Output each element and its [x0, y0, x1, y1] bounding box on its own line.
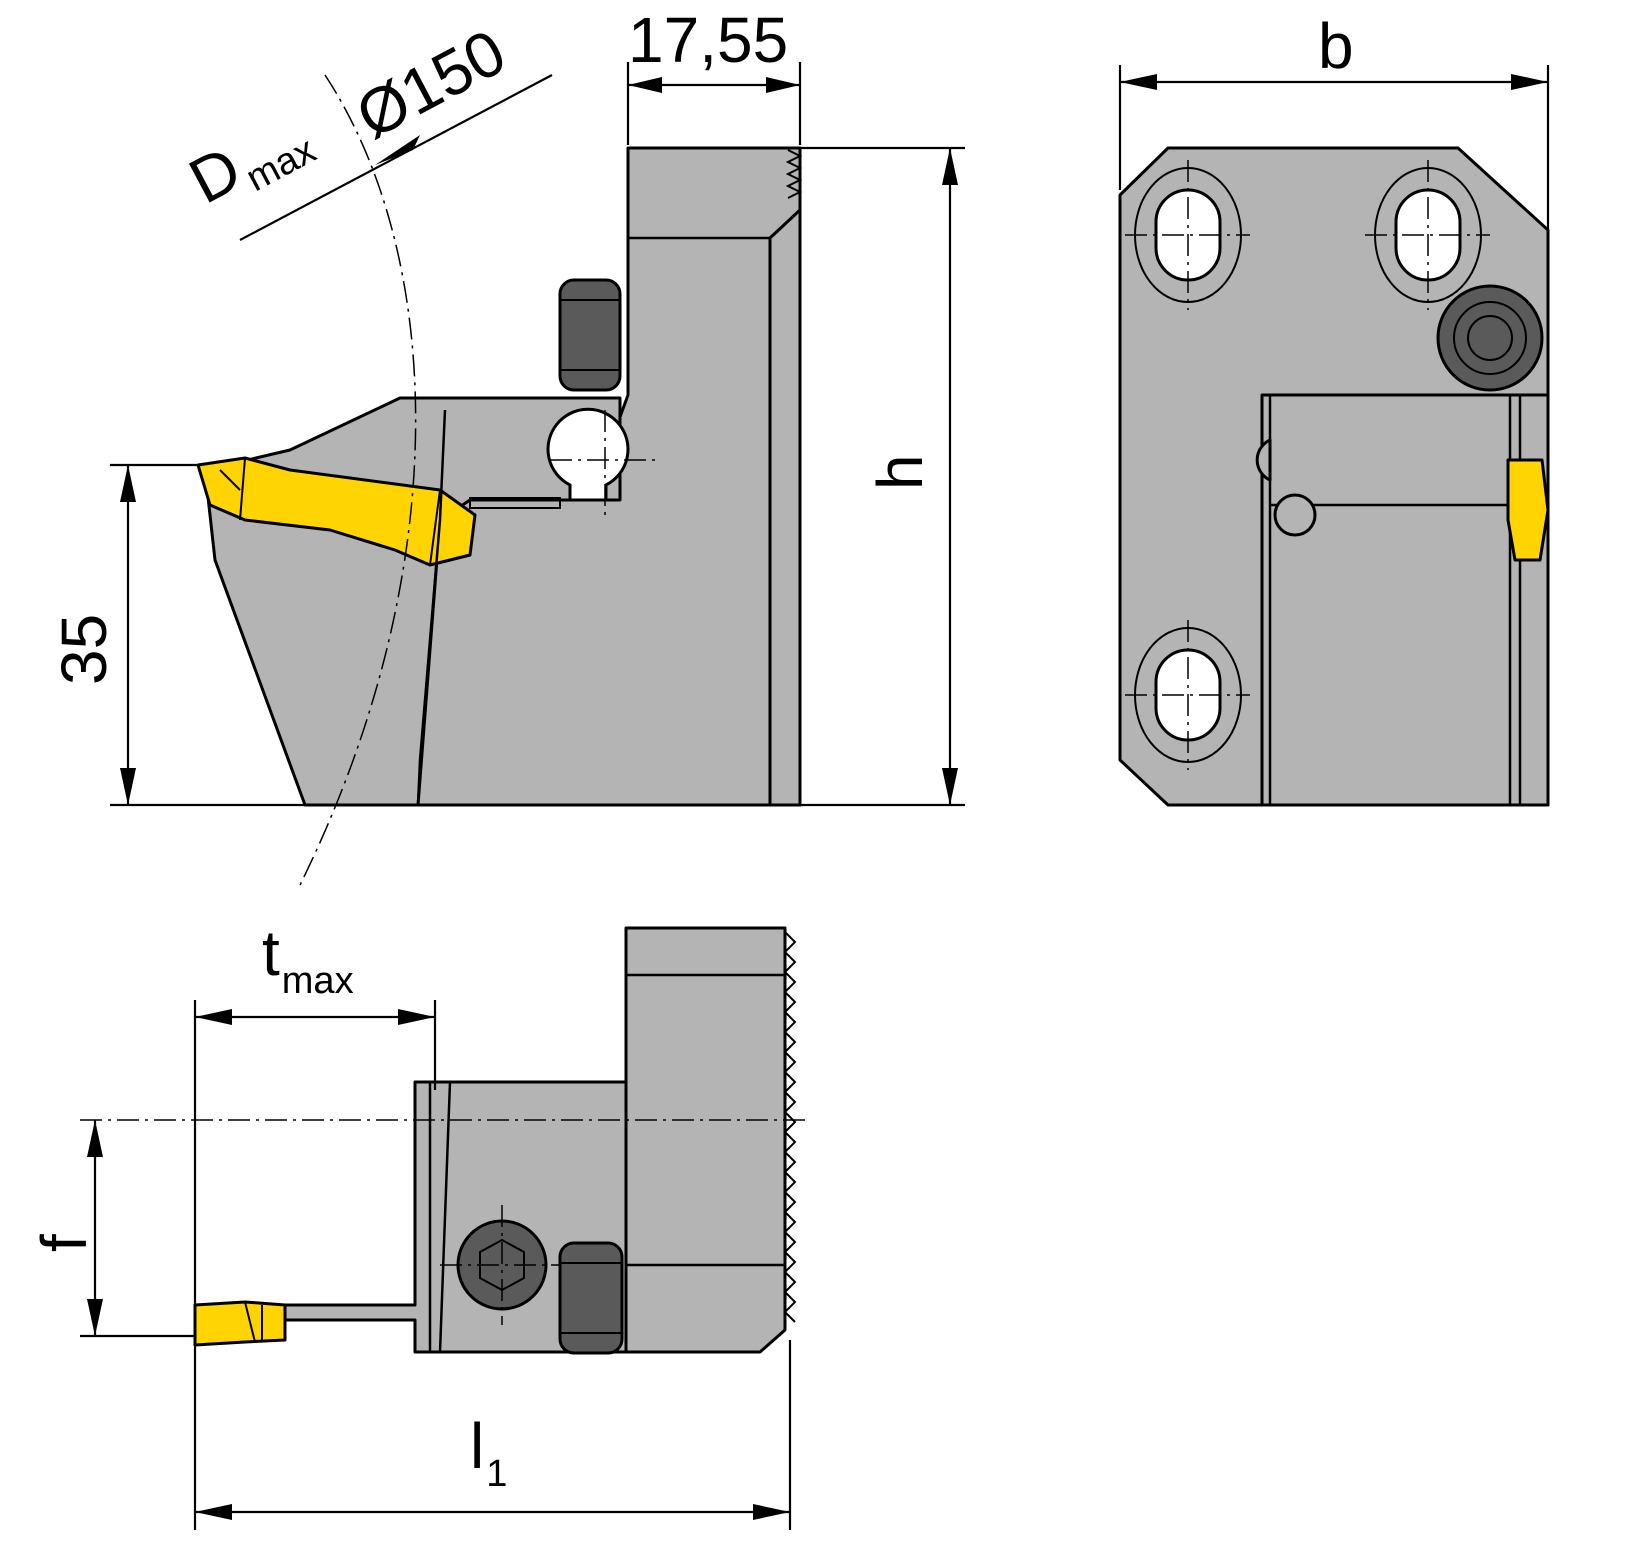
top-block — [624, 926, 787, 1354]
grooving-insert — [196, 456, 477, 567]
top-view: tmax f l1 — [28, 917, 810, 1530]
label-b: b — [1318, 10, 1354, 82]
mounting-slot-2 — [1365, 160, 1490, 310]
ball-detent — [1273, 493, 1317, 537]
label-d-max: Dmax — [178, 97, 323, 224]
label-l1: l1 — [470, 1410, 507, 1495]
side-clamp-screw — [1436, 284, 1544, 392]
mounting-slot-1 — [1125, 160, 1250, 310]
label-t-max: tmax — [262, 917, 354, 1002]
label-17-55: 17,55 — [628, 4, 788, 76]
side-insert — [1506, 458, 1550, 562]
relief-hole — [546, 407, 630, 502]
socket-screw — [440, 1205, 565, 1325]
label-f: f — [28, 1234, 100, 1252]
front-view: Dmax Ø150 17,55 h 35 — [48, 4, 965, 886]
mounting-slot-3 — [1125, 620, 1250, 770]
label-35: 35 — [48, 614, 120, 685]
side-view: b — [1118, 10, 1550, 807]
label-diameter: Ø150 — [345, 15, 517, 152]
clamp-screw — [558, 278, 622, 392]
serrated-strip — [768, 208, 802, 807]
dmax-arc — [299, 74, 417, 886]
top-clamp-screw — [558, 1241, 624, 1355]
label-h: h — [864, 454, 936, 490]
top-insert — [193, 1300, 287, 1347]
